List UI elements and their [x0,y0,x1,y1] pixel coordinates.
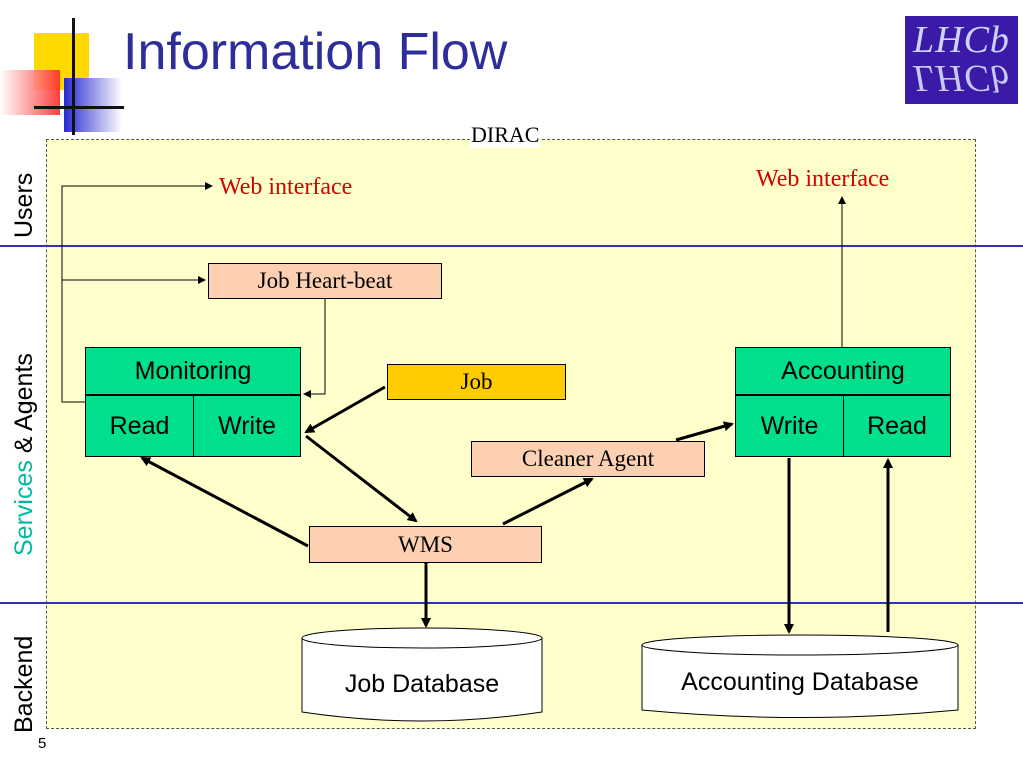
job-label: Job [460,369,493,394]
wms-label: WMS [398,531,453,557]
job-database-label: Job Database [344,670,500,698]
job-box: Job [387,364,566,400]
web-interface-left: Web interface [219,174,353,200]
job-database-cylinder [301,627,543,722]
wms-box: WMS [309,526,542,563]
dirac-label: DIRAC [470,122,541,148]
monitoring-box: Monitoring [85,347,301,395]
monitoring-to-web-interface-line [61,182,213,403]
accounting-label: Accounting [781,356,905,385]
wms-to-cleaner-arrow [502,477,594,526]
accounting-write-box: Write [735,394,844,457]
accounting-database-cylinder [641,634,959,718]
cleaner-agent-label: Cleaner Agent [521,446,655,471]
heartbeat-to-monitoring-line [303,299,326,398]
monitoring-label: Monitoring [134,356,252,385]
layer-separator-bottom [0,602,1023,604]
cleaner-to-accounting-arrow [675,421,734,442]
web-interface-right: Web interface [756,166,890,192]
wms-to-read-arrow [140,456,309,548]
corner-decoration [0,0,130,135]
layer-separator-top [0,245,1023,247]
monitoring-write-label: Write [218,411,276,440]
slide-title: Information Flow [123,23,508,81]
monitoring-write-box: Write [193,394,301,457]
thick-flow-arrows [140,385,893,634]
accounting-read-box: Read [843,394,951,457]
monitoring-read-box: Read [85,394,194,457]
accounting-database-label: Accounting Database [681,668,919,696]
job-to-write-arrow [304,385,386,434]
accounting-box: Accounting [735,347,951,395]
accounting-write-label: Write [760,411,819,440]
job-heartbeat-box: Job Heart-beat [208,263,442,299]
lhcb-logo: LHCb LHCb [905,16,1018,104]
job-heartbeat-label: Job Heart-beat [257,268,393,293]
monitoring-read-label: Read [109,411,170,440]
write-to-wms-arrow [305,434,418,523]
slide-number: 5 [38,735,47,752]
accounting-read-label: Read [867,411,927,440]
logo-text: LHCb [913,19,1010,61]
cleaner-agent-box: Cleaner Agent [471,441,705,477]
